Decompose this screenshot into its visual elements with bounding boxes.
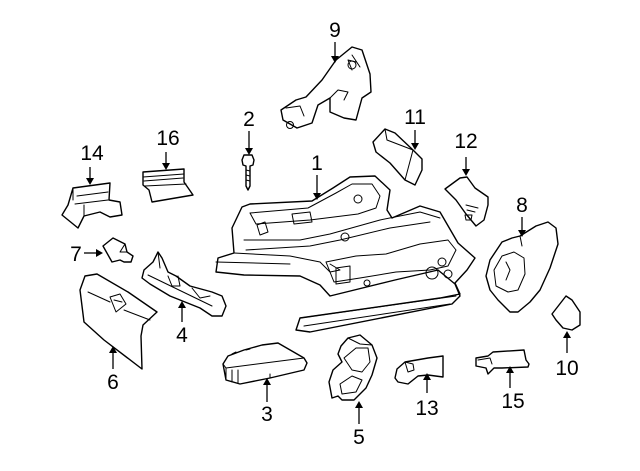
part-13-small-cover[interactable] xyxy=(394,355,444,385)
part-3-control-module[interactable] xyxy=(222,342,308,385)
callout-label-4: 4 xyxy=(176,324,188,347)
callout-12[interactable]: 12 xyxy=(454,130,478,176)
callout-label-6: 6 xyxy=(107,371,119,394)
part-1-seat-track-frame[interactable] xyxy=(215,175,476,333)
callout-14[interactable]: 14 xyxy=(80,142,104,185)
part-8-switch-bezel[interactable] xyxy=(485,221,559,313)
callout-5[interactable]: 5 xyxy=(353,401,365,449)
callout-3[interactable]: 3 xyxy=(261,378,273,426)
arrowhead-2 xyxy=(245,148,253,155)
part-10-knob-cap[interactable] xyxy=(551,295,581,331)
callout-11[interactable]: 11 xyxy=(404,106,426,150)
callout-7[interactable]: 7 xyxy=(70,243,103,266)
arrowhead-13 xyxy=(423,373,431,380)
part-4-track-cover[interactable] xyxy=(141,251,227,317)
callout-label-15: 15 xyxy=(501,390,524,413)
part-12-bracket[interactable] xyxy=(444,176,489,227)
part-5-seat-switch[interactable] xyxy=(328,334,378,401)
arrowhead-8 xyxy=(518,230,526,237)
arrowhead-14 xyxy=(86,178,94,185)
callout-label-11: 11 xyxy=(404,106,426,129)
callout-label-12: 12 xyxy=(454,130,477,153)
callout-15[interactable]: 15 xyxy=(501,366,525,413)
callout-9[interactable]: 9 xyxy=(329,19,341,63)
arrowhead-10 xyxy=(563,331,571,338)
arrowhead-1 xyxy=(313,193,321,200)
arrowhead-6 xyxy=(109,346,117,353)
callout-label-13: 13 xyxy=(415,397,438,420)
part-11-trim-cover[interactable] xyxy=(372,128,423,186)
callout-1[interactable]: 1 xyxy=(311,152,323,200)
callout-13[interactable]: 13 xyxy=(415,373,439,420)
callout-6[interactable]: 6 xyxy=(107,346,119,394)
part-7-connector[interactable] xyxy=(102,237,134,263)
part-16-guide-pad[interactable] xyxy=(142,168,194,203)
arrowhead-9 xyxy=(331,56,339,63)
part-15-rail-cover[interactable] xyxy=(475,349,530,375)
callout-label-7: 7 xyxy=(70,243,82,266)
callout-label-3: 3 xyxy=(261,403,273,426)
arrowhead-5 xyxy=(355,401,363,408)
callout-label-10: 10 xyxy=(555,357,578,380)
arrowhead-16 xyxy=(162,163,170,170)
part-9-upper-bracket[interactable] xyxy=(280,46,372,129)
part-2-bolt[interactable] xyxy=(241,154,255,191)
callout-label-5: 5 xyxy=(353,426,365,449)
callout-10[interactable]: 10 xyxy=(555,331,579,380)
callout-label-2: 2 xyxy=(243,108,255,131)
arrowhead-15 xyxy=(506,366,514,373)
arrowhead-4 xyxy=(178,301,186,308)
callout-label-9: 9 xyxy=(329,19,341,42)
callout-label-8: 8 xyxy=(516,194,528,217)
arrowhead-3 xyxy=(263,378,271,385)
callout-16[interactable]: 16 xyxy=(156,127,180,170)
part-14-guide-block[interactable] xyxy=(61,182,123,229)
part-6-side-panel[interactable] xyxy=(79,273,158,370)
callout-label-16: 16 xyxy=(156,127,179,150)
arrowhead-12 xyxy=(462,169,470,176)
callout-label-14: 14 xyxy=(80,142,104,165)
callout-label-1: 1 xyxy=(311,152,323,175)
arrowhead-7 xyxy=(96,249,103,257)
arrowhead-11 xyxy=(411,143,419,150)
callout-8[interactable]: 8 xyxy=(516,194,528,237)
callout-4[interactable]: 4 xyxy=(176,301,188,347)
callout-2[interactable]: 2 xyxy=(243,108,255,155)
